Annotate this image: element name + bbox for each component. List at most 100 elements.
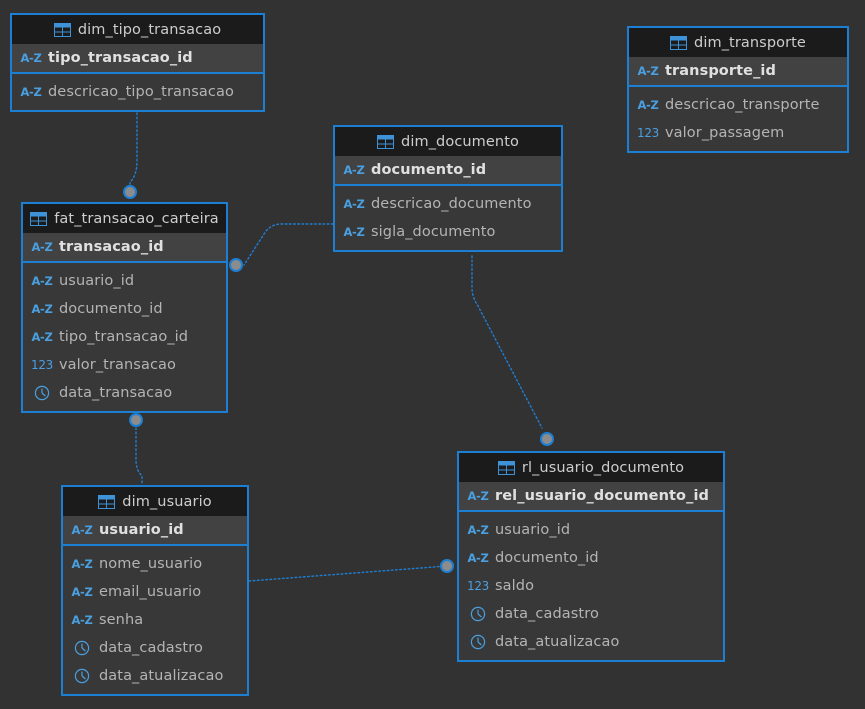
grid-table-icon <box>377 134 395 149</box>
column-row[interactable]: A-Z descricao_transporte <box>629 91 847 119</box>
clock-icon <box>470 634 486 650</box>
table-title: dim_transporte <box>694 34 806 51</box>
column-row[interactable]: 123 saldo <box>459 572 723 600</box>
relationship-rel-fat-usuario[interactable] <box>129 413 143 486</box>
relationship-line <box>471 255 543 429</box>
column-label: data_cadastro <box>495 606 599 622</box>
text-column-icon: A-Z <box>20 51 42 65</box>
column-label: transacao_id <box>59 239 164 255</box>
table-title: dim_tipo_transacao <box>77 21 222 38</box>
relationship-endpoint[interactable] <box>540 432 554 446</box>
column-label: documento_id <box>59 301 163 317</box>
column-row[interactable]: A-Z descricao_tipo_transacao <box>12 78 263 106</box>
table-header-dim_usuario[interactable]: dim_usuario <box>63 487 247 516</box>
text-column-icon: A-Z <box>71 523 93 537</box>
text-column-icon: A-Z <box>637 98 659 112</box>
column-label: senha <box>99 612 144 628</box>
relationship-rel-fat-documento[interactable] <box>229 223 334 272</box>
column-label: saldo <box>495 578 535 594</box>
column-label: data_transacao <box>59 385 173 401</box>
grid-table-icon <box>98 494 116 509</box>
column-label: valor_passagem <box>665 125 785 141</box>
relationship-endpoint[interactable] <box>129 413 143 427</box>
relationship-line <box>243 223 334 266</box>
primary-key-section: A-Z tipo_transacao_id <box>12 44 263 74</box>
column-row[interactable]: data_atualizacao <box>63 662 247 690</box>
column-label: data_atualizacao <box>99 668 224 684</box>
column-row[interactable]: data_transacao <box>23 379 226 407</box>
relationship-endpoint[interactable] <box>229 258 243 272</box>
primary-key-row[interactable]: A-Z documento_id <box>335 156 561 184</box>
table-header-dim_documento[interactable]: dim_documento <box>335 127 561 156</box>
text-column-icon: A-Z <box>467 523 489 537</box>
table-header-dim_tipo_transacao[interactable]: dim_tipo_transacao <box>12 15 263 44</box>
relationship-line <box>129 112 138 193</box>
text-column-icon: A-Z <box>343 225 365 239</box>
grid-table-icon <box>670 35 688 50</box>
relationship-rel-usuario-rl[interactable] <box>248 559 454 582</box>
column-label: tipo_transacao_id <box>48 50 193 66</box>
column-row[interactable]: data_cadastro <box>459 600 723 628</box>
column-row[interactable]: A-Z sigla_documento <box>335 218 561 246</box>
table-header-dim_transporte[interactable]: dim_transporte <box>629 28 847 57</box>
column-row[interactable]: A-Z tipo_transacao_id <box>23 323 226 351</box>
clock-icon <box>34 385 50 401</box>
column-label: descricao_transporte <box>665 97 820 113</box>
column-label: descricao_tipo_transacao <box>48 84 234 100</box>
grid-table-icon <box>497 460 515 475</box>
table-title: dim_usuario <box>122 493 212 510</box>
column-row[interactable]: A-Z email_usuario <box>63 578 247 606</box>
text-column-icon: A-Z <box>31 302 53 316</box>
table-header-fat_transacao_carteira[interactable]: fat_transacao_carteira <box>23 204 226 233</box>
text-column-icon: A-Z <box>20 85 42 99</box>
grid-table-icon <box>53 22 71 37</box>
relationship-rel-documento-rl[interactable] <box>471 255 554 446</box>
text-column-icon: A-Z <box>31 330 53 344</box>
column-row[interactable]: A-Z documento_id <box>23 295 226 323</box>
column-label: tipo_transacao_id <box>59 329 189 345</box>
relationship-rel-tipo-transacao-fat[interactable] <box>123 112 138 199</box>
column-row[interactable]: data_atualizacao <box>459 628 723 656</box>
column-label: email_usuario <box>99 584 202 600</box>
column-label: documento_id <box>371 162 487 178</box>
relationship-endpoint[interactable] <box>123 185 137 199</box>
numeric-column-icon: 123 <box>31 358 54 372</box>
text-column-icon: A-Z <box>343 163 365 177</box>
primary-key-row[interactable]: A-Z tipo_transacao_id <box>12 44 263 72</box>
column-row[interactable]: data_cadastro <box>63 634 247 662</box>
table-title: rl_usuario_documento <box>521 459 685 476</box>
text-column-icon: A-Z <box>71 585 93 599</box>
relationship-endpoint[interactable] <box>440 559 454 573</box>
numeric-column-icon: 123 <box>467 579 490 593</box>
table-header-rl_usuario_documento[interactable]: rl_usuario_documento <box>459 453 723 482</box>
column-label: data_atualizacao <box>495 634 620 650</box>
clock-icon <box>470 606 486 622</box>
column-label: data_cadastro <box>99 640 203 656</box>
column-label: sigla_documento <box>371 224 496 240</box>
text-column-icon: A-Z <box>637 64 659 78</box>
